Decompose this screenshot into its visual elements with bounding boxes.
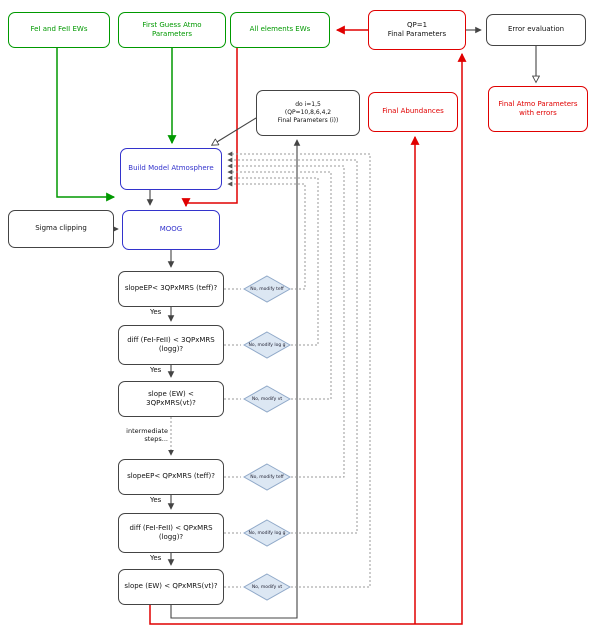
edge-feedback-logg2 bbox=[227, 157, 358, 534]
edge-loopend-to-qp1 bbox=[149, 52, 467, 625]
node-first-guess-atmo: First Guess Atmo Parameters bbox=[118, 12, 226, 48]
edge-label-intermediate-steps: intermediate steps... bbox=[126, 427, 168, 443]
node-check-vt-qp: slope (EW) < QPxMRS(vt)? bbox=[118, 569, 224, 605]
edge-label-yes-4: Yes bbox=[150, 554, 162, 562]
node-moog: MOOG bbox=[122, 210, 220, 250]
decision-label: No, modify vt bbox=[251, 584, 283, 590]
node-all-elements-ews: All elements EWs bbox=[230, 12, 330, 48]
decision-label: No, modify log g bbox=[248, 530, 286, 536]
node-qp1-final-parameters: QP=1 Final Parameters bbox=[368, 10, 466, 50]
node-final-abundances: Final Abundances bbox=[368, 92, 458, 132]
decision-no-modify-teff-1: No, modify teff bbox=[243, 275, 291, 303]
node-final-atmo-with-errors: Final Atmo Parameters with errors bbox=[488, 86, 588, 132]
decision-label: No, modify teff bbox=[250, 286, 284, 292]
node-error-evaluation: Error evaluation bbox=[486, 14, 586, 46]
decision-no-modify-vt-2: No, modify vt bbox=[243, 573, 291, 601]
edge-chain-to-doloop bbox=[170, 139, 301, 619]
edge-feedback-teff1 bbox=[227, 181, 306, 290]
decision-label: No, modify vt bbox=[251, 396, 283, 402]
node-fei-feii-ews: FeI and FeII EWs bbox=[8, 12, 110, 48]
edge-label-yes-1: Yes bbox=[150, 308, 162, 316]
decision-label: No, modify teff bbox=[250, 474, 284, 480]
edge-label-yes-3: Yes bbox=[150, 496, 162, 504]
edge-feedback-vt1 bbox=[227, 169, 332, 400]
decision-no-modify-teff-2: No, modify teff bbox=[243, 463, 291, 491]
node-do-loop: do i=1,5 (QP=10,8,6,4,2 Final Parameters… bbox=[256, 90, 360, 136]
decision-no-modify-logg-1: No, modify log g bbox=[243, 331, 291, 359]
edge-doloop-to-bma bbox=[212, 117, 257, 145]
node-check-teff-3qp: slopeEP< 3QPxMRS (teff)? bbox=[118, 271, 224, 307]
node-check-logg-qp: diff (FeI-FeII) < QPxMRS (logg)? bbox=[118, 513, 224, 553]
decision-no-modify-logg-2: No, modify log g bbox=[243, 519, 291, 547]
edge-feews-to-moog bbox=[56, 48, 116, 202]
node-check-vt-3qp: slope (EW) < 3QPxMRS(vt)? bbox=[118, 381, 224, 417]
edge-label-yes-2: Yes bbox=[150, 366, 162, 374]
node-sigma-clipping: Sigma clipping bbox=[8, 210, 114, 248]
node-check-logg-3qp: diff (FeI-FeII) < 3QPxMRS (logg)? bbox=[118, 325, 224, 365]
decision-label: No, modify log g bbox=[248, 342, 286, 348]
decision-no-modify-vt-1: No, modify vt bbox=[243, 385, 291, 413]
node-build-model-atmosphere: Build Model Atmosphere bbox=[120, 148, 222, 190]
edge-allews-to-moog bbox=[181, 48, 238, 208]
edge-feedback-teff2 bbox=[227, 163, 345, 478]
edge-feedback-logg1 bbox=[227, 175, 319, 346]
node-check-teff-qp: slopeEP< QPxMRS (teff)? bbox=[118, 459, 224, 495]
